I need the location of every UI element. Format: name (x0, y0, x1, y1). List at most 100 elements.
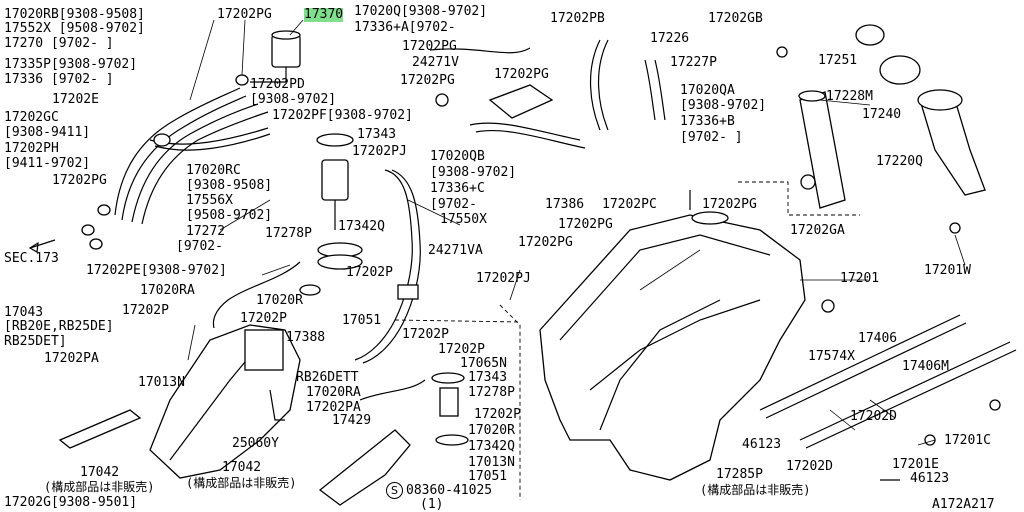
label-17342Q-left: 17342Q (338, 219, 385, 234)
label-qty-1: (1) (420, 497, 444, 512)
label-not-sold-mid: (構成部品は非販売) (186, 476, 297, 490)
label-17228M: 17228M (826, 89, 873, 104)
label-46123-left: 46123 (742, 437, 782, 452)
label-17202P-mid2: 17202P (240, 311, 287, 326)
bolt-symbol-icon: S (386, 482, 403, 499)
label-17020QA: 17020QA (680, 83, 735, 98)
label-17556X: 17556X (186, 193, 233, 208)
label-9411-9702: [9411-9702] (4, 156, 91, 171)
label-17406M: 17406M (902, 359, 949, 374)
label-17202PA-left: 17202PA (44, 351, 99, 366)
label-17043: 17043 (4, 305, 44, 320)
label-17202PG-r3: 17202PG (518, 235, 573, 250)
label-17550X: 17550X (440, 212, 487, 227)
label-17202PG-r2: 17202PG (558, 217, 613, 232)
label-17020RC: 17020RC (186, 163, 241, 178)
label-17020R-left: 17020R (256, 293, 303, 308)
label-17202P-c2: 17202P (438, 342, 485, 357)
label-17336-C: 17336+C (430, 181, 485, 196)
label-rb26dett: RB26DETT (296, 370, 359, 385)
label-17202D-upper: 17202D (850, 409, 897, 424)
label-17202P-left: 17202P (122, 303, 169, 318)
label-24271V: 24271V (412, 55, 459, 70)
label-17202PF: 17202PF[9308-9702] (272, 108, 413, 123)
label-17202D-lower: 17202D (786, 459, 833, 474)
label-17336: 17336 [9702- ] (4, 72, 114, 87)
label-17272: 17272 (186, 224, 226, 239)
label-17202PD-range: [9308-9702] (250, 92, 337, 107)
label-17202P-c1: 17202P (402, 327, 449, 342)
label-17202PC: 17202PC (602, 197, 657, 212)
label-17220Q: 17220Q (876, 154, 923, 169)
label-17202E: 17202E (52, 92, 99, 107)
label-17202PG-left: 17202PG (52, 173, 107, 188)
label-08360-41025: 08360-41025 (406, 483, 493, 498)
label-17020QB-range: [9308-9702] (430, 165, 517, 180)
label-17202GA: 17202GA (790, 223, 845, 238)
label-17202PG-r1: 17202PG (702, 197, 757, 212)
label-46123-right: 46123 (910, 471, 950, 486)
label-17051-left: 17051 (342, 313, 382, 328)
label-17202PE: 17202PE[9308-9702] (86, 263, 227, 278)
label-17020RC-range: [9308-9508] (186, 178, 273, 193)
label-17020Q: 17020Q[9308-9702] (354, 4, 488, 19)
label-not-sold-left: (構成部品は非販売) (44, 480, 155, 494)
label-17202PG-c2: 17202PG (494, 67, 549, 82)
label-17202PJ-mid: 17202PJ (476, 271, 531, 286)
label-17240: 17240 (862, 107, 902, 122)
label-sec-173: SEC.173 (4, 251, 59, 266)
label-17020QB: 17020QB (430, 149, 485, 164)
label-17020QA-range: [9308-9702] (680, 98, 767, 113)
label-17202PG-top: 17202PG (217, 7, 272, 22)
label-17202GB: 17202GB (708, 11, 763, 26)
label-17201W: 17201W (924, 263, 971, 278)
label-17556X-range: [9508-9702] (186, 208, 273, 223)
label-25060Y: 25060Y (232, 436, 279, 451)
label-17251: 17251 (818, 53, 858, 68)
label-17201: 17201 (840, 271, 880, 286)
label-17202PD: 17202PD (250, 77, 305, 92)
label-17270: 17270 [9702- ] (4, 36, 114, 51)
label-17278P-mid: 17278P (468, 385, 515, 400)
label-17202PA-mid: 17202PA (306, 400, 361, 415)
label-17202PG-c1: 17202PG (402, 39, 457, 54)
label-17342Q-mid: 17342Q (468, 439, 515, 454)
label-17020R-mid: 17020R (468, 423, 515, 438)
label-17574X: 17574X (808, 349, 855, 364)
label-17278P-left: 17278P (265, 226, 312, 241)
label-17020RA-left: 17020RA (140, 283, 195, 298)
label-17336-B: 17336+B (680, 114, 735, 129)
label-17285P: 17285P (716, 467, 763, 482)
label-17227P: 17227P (670, 55, 717, 70)
label-17051-mid: 17051 (468, 469, 508, 484)
label-17226: 17226 (650, 31, 690, 46)
label-17386: 17386 (545, 197, 585, 212)
label-17202PB: 17202PB (550, 11, 605, 26)
label-17020RB: 17020RB[9308-9508] (4, 7, 145, 22)
label-24271VA: 24271VA (428, 243, 483, 258)
label-17065N: 17065N (460, 356, 507, 371)
label-17429: 17429 (332, 413, 372, 428)
label-17388: 17388 (286, 330, 326, 345)
label-not-sold-right: (構成部品は非販売) (700, 483, 811, 497)
label-17202G: 17202G[9308-9501] (4, 495, 138, 510)
label-9308-9411: [9308-9411] (4, 125, 91, 140)
label-17343-mid: 17343 (468, 370, 508, 385)
label-17202P-mid: 17202P (346, 265, 393, 280)
label-17042-mid: 17042 (222, 460, 262, 475)
label-17013N-left: 17013N (138, 375, 185, 390)
label-17336-C-range: [9702- (430, 197, 477, 212)
label-17202P-c3: 17202P (474, 407, 521, 422)
diagram-code: A172A217 (932, 497, 995, 512)
label-rb25det: RB25DET] (4, 334, 67, 349)
label-17201C: 17201C (944, 433, 991, 448)
label-17370: 17370 (304, 7, 344, 22)
label-17335P: 17335P[9308-9702] (4, 57, 138, 72)
label-17202PH: 17202PH (4, 141, 59, 156)
label-17552X: 17552X [9508-9702] (4, 21, 145, 36)
label-17336-A: 17336+A[9702- (354, 20, 456, 35)
label-17406: 17406 (858, 331, 898, 346)
label-17042-left: 17042 (80, 465, 120, 480)
